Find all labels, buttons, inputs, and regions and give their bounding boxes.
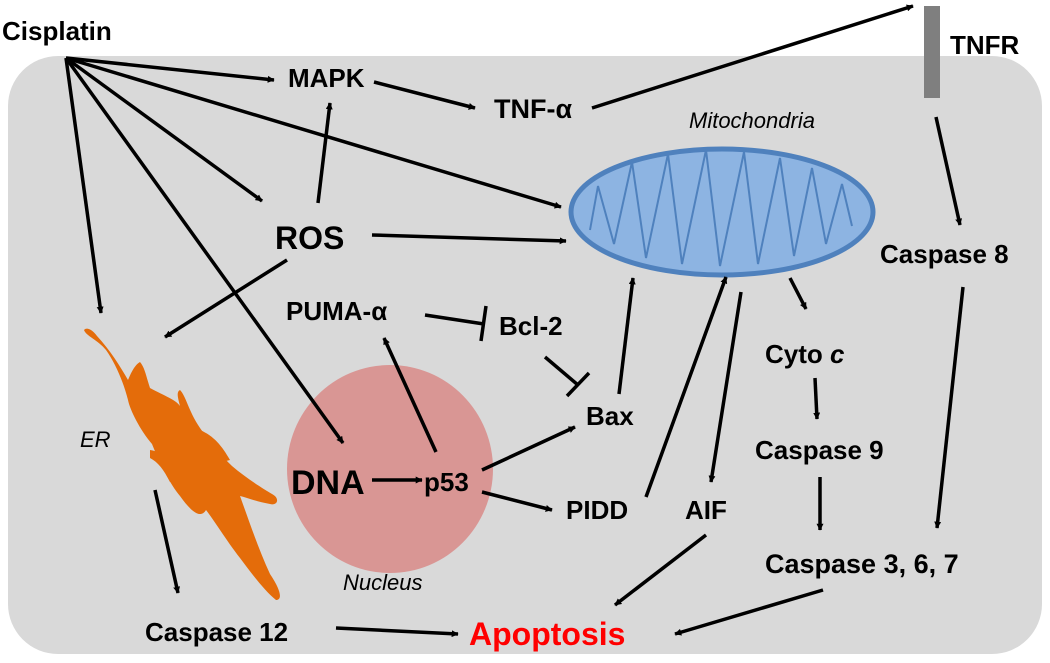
arrow-caspase8-to-caspase367 [934, 286, 965, 529]
arrow-p53-to-puma [382, 337, 438, 453]
arrow-pidd-to-mitochondria [644, 276, 728, 498]
label-tnfr: TNFR [950, 30, 1020, 60]
arrow-cisplatin-to-dna [64, 56, 345, 445]
mitochondria-shape [568, 146, 876, 278]
diagram-labels: Cisplatin MAPK TNF-α TNFR Mitochondria R… [2, 16, 1020, 652]
label-caspase-8: Caspase 8 [880, 239, 1009, 269]
label-mapk: MAPK [288, 63, 365, 93]
label-p53: p53 [424, 467, 469, 497]
label-pidd: PIDD [566, 495, 628, 525]
label-apoptosis: Apoptosis [469, 616, 625, 652]
inhibit-bcl2-to-bax [543, 355, 580, 387]
arrow-p53-to-pidd [481, 490, 553, 512]
arrow-p53-to-bax [481, 425, 576, 472]
inhibit-puma-to-bcl2 [424, 313, 485, 326]
label-cyto-prefix: Cyto [765, 339, 830, 369]
arrow-cytoc-to-caspase9 [813, 377, 821, 420]
inhibit-puma-to-bcl2-bar [479, 305, 488, 342]
label-caspase-3-6-7: Caspase 3, 6, 7 [765, 549, 959, 579]
arrow-cisplatin-to-er [64, 57, 104, 314]
label-caspase-12: Caspase 12 [145, 617, 288, 647]
arrow-mitochondria-to-aif [708, 291, 743, 483]
arrow-tnf-to-tnfr [591, 4, 914, 110]
label-er: ER [80, 427, 111, 452]
label-cisplatin: Cisplatin [2, 16, 112, 46]
label-dna: DNA [291, 464, 365, 502]
arrow-cisplatin-to-mitochondria [65, 56, 562, 209]
label-caspase-9: Caspase 9 [755, 435, 884, 465]
arrow-caspase12-to-apoptosis [335, 626, 459, 638]
label-ros: ROS [275, 220, 344, 256]
label-bax: Bax [586, 401, 634, 431]
arrow-cisplatin-to-ros [64, 56, 264, 203]
label-aif: AIF [685, 495, 727, 525]
arrow-er-to-caspase12 [153, 489, 181, 594]
arrow-cisplatin-to-mapk [65, 56, 275, 83]
inhibit-bcl2-to-bax-bar [565, 371, 591, 398]
pathway-arrows [64, 4, 965, 638]
label-nucleus: Nucleus [343, 570, 422, 595]
er-shape [84, 328, 280, 600]
nucleus-shape [287, 365, 493, 573]
arrow-aif-to-apoptosis [613, 533, 708, 607]
arrow-caspase367-to-apoptosis [674, 588, 824, 636]
label-mitochondria: Mitochondria [689, 108, 815, 133]
label-tnf-alpha: TNF-α [494, 94, 572, 124]
label-puma-alpha: PUMA-α [286, 296, 387, 326]
arrow-ros-to-mapk [316, 102, 333, 204]
arrow-ros-to-er [164, 258, 288, 339]
arrow-bax-to-mitochondria [617, 277, 636, 395]
arrow-ros-to-mitochondria [371, 233, 567, 245]
label-cyto-c-letter: c [830, 339, 845, 369]
arrow-mitochondria-to-cytoc [788, 277, 808, 310]
tnfr-receptor-bar [924, 6, 940, 98]
label-bcl-2: Bcl-2 [499, 311, 563, 341]
label-cyto-c: Cyto c [765, 339, 845, 369]
arrow-tnfr-to-caspase8 [934, 116, 963, 226]
arrow-mapk-to-tnf [373, 80, 476, 110]
